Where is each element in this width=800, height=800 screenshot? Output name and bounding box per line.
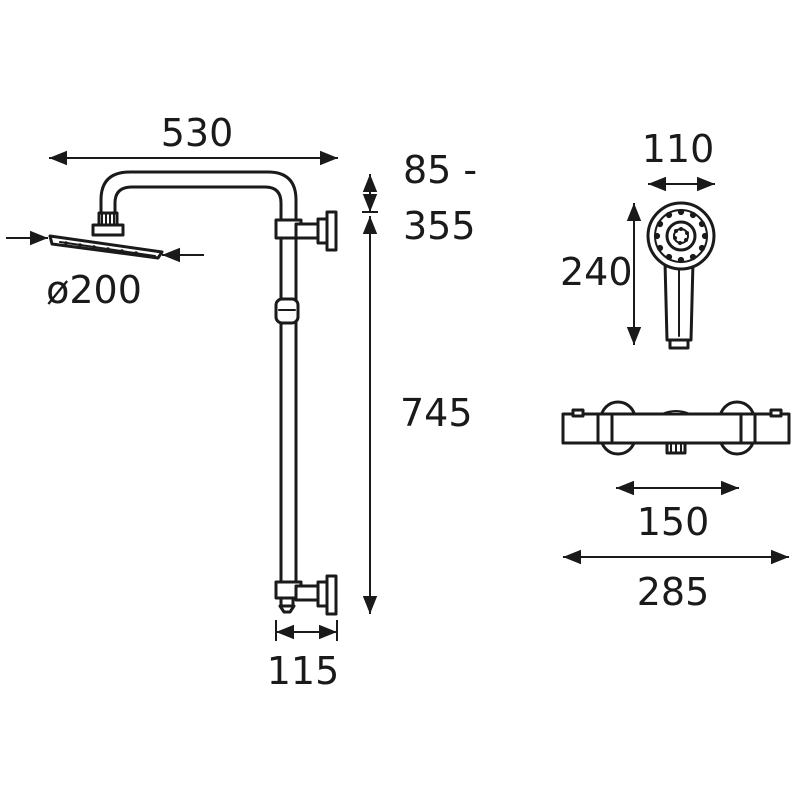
riser-rail <box>274 218 303 582</box>
shower-head <box>48 234 164 260</box>
head-connector <box>91 211 125 237</box>
rail-height-label: 745 <box>400 391 473 435</box>
head-diameter-dimension: ø200 <box>6 230 204 312</box>
valve-length-label: 285 <box>637 570 710 614</box>
handset-body <box>646 201 716 350</box>
shower-riser-kit: 530 <box>6 111 477 693</box>
rail-width-label: 530 <box>161 111 234 155</box>
valve-centres-label: 150 <box>637 500 710 544</box>
handset-width-label: 110 <box>642 127 715 171</box>
height-adjust-top-label: 85 - <box>403 148 477 192</box>
bracket-spacing-dimension: 115 <box>267 620 340 693</box>
top-wall-bracket <box>294 210 338 252</box>
rail-width-dimension: 530 <box>49 111 338 166</box>
handset-length-label: 240 <box>560 250 633 294</box>
handset-width-dimension: 110 <box>642 127 715 192</box>
valve-centres-dimension: 150 <box>616 480 739 544</box>
head-diameter-label: ø200 <box>46 268 142 312</box>
bottom-wall-bracket <box>274 574 338 616</box>
hand-shower: 110 240 <box>560 127 716 350</box>
handset-length-dimension: 240 <box>560 203 642 345</box>
thermostatic-bar-valve: 150 285 <box>561 400 791 614</box>
bracket-spacing-label: 115 <box>267 649 340 693</box>
height-adjust-dimension: 85 - 355 <box>362 148 477 248</box>
slider-bracket <box>274 297 300 325</box>
valve-length-dimension: 285 <box>563 549 789 614</box>
height-adjust-bottom-label: 355 <box>403 204 476 248</box>
overhead-arm <box>99 170 298 222</box>
rail-height-dimension: 745 <box>362 216 473 614</box>
